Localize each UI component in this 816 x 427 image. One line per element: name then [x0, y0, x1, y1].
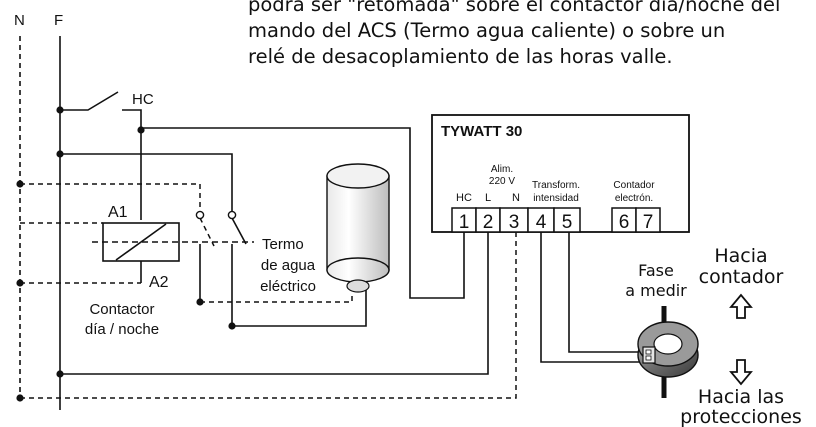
- direction-down-line-2: protecciones: [680, 406, 802, 427]
- coil-diagonal: [115, 223, 167, 261]
- col-l-label: L: [485, 192, 491, 204]
- transformer-wire-4: [540, 232, 640, 363]
- phase-label: F: [54, 12, 63, 29]
- intro-paragraph: podrá ser "retomada" sobre el contactor …: [248, 0, 780, 68]
- arrow-down-icon: [729, 359, 753, 386]
- terminal-1: 1: [459, 212, 470, 233]
- contactor-a2-label: A2: [149, 274, 169, 291]
- alim-label-line-2: 220 V: [489, 176, 515, 187]
- terminal-3: 3: [509, 212, 520, 233]
- direction-up-line-2: contador: [699, 266, 784, 288]
- current-transformer-icon: [637, 321, 699, 378]
- terminal-2: 2: [483, 212, 494, 233]
- terminal-7: 7: [643, 212, 654, 233]
- counter-label-line-1: Contador: [613, 180, 655, 191]
- direction-down-line-1: Hacia las: [698, 386, 784, 408]
- terminal-6: 6: [619, 212, 630, 233]
- contactor-label-line-1: Contactor: [89, 301, 154, 318]
- water-heater-icon: [326, 163, 390, 293]
- phase-to-terminal2-wire: [60, 232, 489, 375]
- arrow-up-icon: [729, 293, 753, 319]
- col-hc-label: HC: [456, 192, 472, 204]
- hc-switch-blade: [60, 91, 119, 111]
- transformer-label-line-1: Transform.: [532, 180, 580, 191]
- device-name: TYWATT 30: [441, 123, 522, 140]
- switch-blade-right: [231, 217, 247, 245]
- terminal-4: 4: [536, 212, 547, 233]
- counter-label-line-2: electrón.: [615, 193, 653, 204]
- contactor-label-line-2: día / noche: [85, 321, 159, 338]
- intro-line-2: mando del ACS (Termo agua caliente) o so…: [248, 19, 725, 42]
- terminal-5: 5: [562, 212, 573, 233]
- contactor-a1-label: A1: [108, 204, 128, 221]
- fase-label-line-1: Fase: [638, 261, 674, 280]
- switch-contacts: [195, 210, 237, 220]
- hc-switch-label: HC: [132, 91, 154, 108]
- tywatt-device: TYWATT 30 Alim. 220 V HC L N Transform. …: [431, 114, 690, 233]
- wiring: [19, 36, 640, 410]
- neutral-wiring: [20, 183, 517, 399]
- transformer-wire-5: [568, 232, 640, 353]
- terminal-block-counter: [611, 207, 661, 233]
- intro-line-1: podrá ser "retomada" sobre el contactor …: [248, 0, 780, 16]
- intro-line-3: relé de desacoplamiento de las horas val…: [248, 45, 673, 68]
- junction-dots: [16, 106, 236, 402]
- heater-phase-wire: [232, 290, 367, 327]
- fase-label-line-2: a medir: [625, 281, 687, 300]
- heater-label-line-2: de agua: [261, 257, 316, 274]
- neutral-to-terminal3-wire: [20, 232, 517, 399]
- direction-up-line-1: Hacia: [714, 245, 767, 267]
- heater-label-line-1: Termo: [262, 236, 304, 253]
- phase-to-switch-wire: [60, 153, 233, 218]
- neutral-label: N: [14, 12, 25, 29]
- neutral-to-switch-left: [20, 183, 201, 215]
- col-n-label: N: [512, 192, 520, 204]
- alim-label-line-1: Alim.: [491, 164, 513, 175]
- terminal-block-main: [451, 207, 581, 233]
- transformer-label-line-2: intensidad: [533, 193, 579, 204]
- hc-switch-contact: [122, 109, 142, 130]
- heater-label-line-3: eléctrico: [260, 278, 316, 295]
